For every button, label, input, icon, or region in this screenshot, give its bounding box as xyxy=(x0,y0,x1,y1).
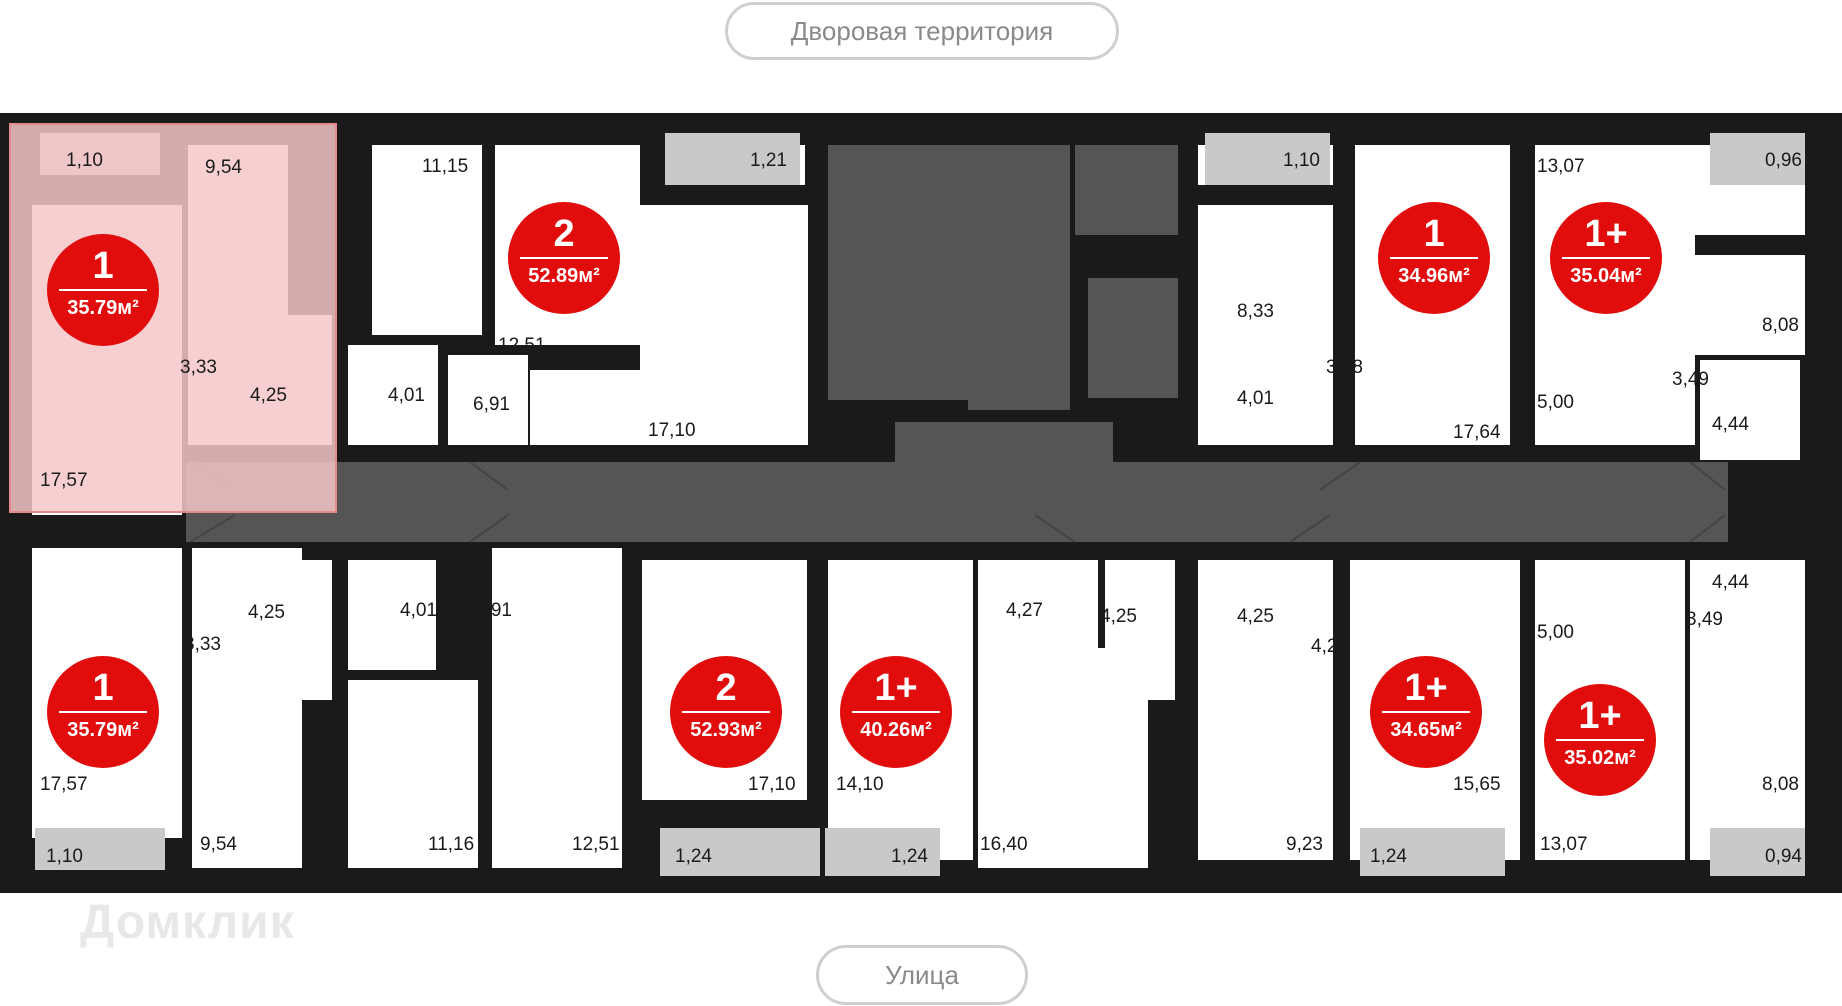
room-area: 4,44 xyxy=(1712,572,1749,593)
unit-badge[interactable]: 1+ 40.26м² xyxy=(840,656,952,768)
svg-text:35.79м²: 35.79м² xyxy=(67,297,139,319)
room-area: 17,57 xyxy=(40,774,88,795)
svg-text:1+: 1+ xyxy=(1584,213,1627,255)
unit-badge[interactable]: 2 52.93м² xyxy=(670,656,782,768)
room-area: 4,44 xyxy=(1712,414,1749,435)
room-area: 11,15 xyxy=(422,156,468,177)
svg-text:2: 2 xyxy=(715,667,736,709)
stairwell xyxy=(828,145,978,400)
room-area: 8,33 xyxy=(1237,301,1274,322)
elevator-shaft-2 xyxy=(1088,278,1178,398)
room-area: 1,24 xyxy=(891,846,928,867)
room-area: 3,49 xyxy=(1672,369,1709,390)
room-area: 17,10 xyxy=(748,774,796,795)
unit-badge[interactable]: 1+ 35.02м² xyxy=(1544,684,1656,796)
room-area: 4,01 xyxy=(1237,388,1274,409)
elevator-lobby xyxy=(968,145,1070,410)
svg-text:52.93м²: 52.93м² xyxy=(690,719,762,741)
room-area: 4,25 xyxy=(248,602,285,623)
room-area: 17,10 xyxy=(648,420,696,441)
room-area: 8,08 xyxy=(1762,774,1799,795)
room-area: 4,01 xyxy=(400,600,437,621)
corridor xyxy=(186,462,1728,542)
room-area: 1,24 xyxy=(675,846,712,867)
room-area: 1,21 xyxy=(750,150,787,171)
bottom-units xyxy=(32,548,1805,868)
svg-text:1: 1 xyxy=(92,667,113,709)
room-area: 3,33 xyxy=(180,357,217,378)
svg-text:2: 2 xyxy=(553,213,574,255)
room-area: 5,00 xyxy=(1537,622,1574,643)
room-area: 15,65 xyxy=(1453,774,1501,795)
unit-badge[interactable]: 1+ 34.65м² xyxy=(1370,656,1482,768)
room-area: 16,40 xyxy=(980,834,1028,855)
room-labels: 1,10 9,54 3,33 4,25 17,57 11,15 12,51 4,… xyxy=(40,150,1802,867)
svg-text:34.96м²: 34.96м² xyxy=(1398,265,1470,287)
stair-hall xyxy=(895,422,1113,462)
room-area: 4,27 xyxy=(1006,600,1043,621)
domclick-watermark: Домклик xyxy=(80,896,295,949)
room-area: 13,07 xyxy=(1540,834,1588,855)
courtyard-label: Дворовая территория xyxy=(725,2,1119,60)
svg-text:1+: 1+ xyxy=(1578,695,1621,737)
room-area: 3,88 xyxy=(1326,357,1363,378)
svg-text:40.26м²: 40.26м² xyxy=(860,719,932,741)
room-area: 6,91 xyxy=(473,394,510,415)
unit-badge[interactable]: 1 35.79м² xyxy=(47,656,159,768)
svg-text:35.79м²: 35.79м² xyxy=(67,719,139,741)
svg-text:52.89м²: 52.89м² xyxy=(528,265,600,287)
svg-text:1+: 1+ xyxy=(874,667,917,709)
room-area: 17,64 xyxy=(1453,422,1501,443)
room-area: 12,51 xyxy=(572,834,620,855)
room-area: 11,16 xyxy=(428,834,474,855)
svg-text:1: 1 xyxy=(1423,213,1444,255)
room-area: 8,08 xyxy=(1762,315,1799,336)
svg-text:1+: 1+ xyxy=(1404,667,1447,709)
room-area: 3,33 xyxy=(184,634,221,655)
room-area: 4,01 xyxy=(388,385,425,406)
room-area: 0,94 xyxy=(1765,846,1802,867)
room-area: 9,23 xyxy=(1286,834,1323,855)
street-label: Улица xyxy=(816,945,1028,1005)
room-area: 3,49 xyxy=(1686,609,1723,630)
room-area: 14,10 xyxy=(836,774,884,795)
room-area: 4,28 xyxy=(1311,636,1348,657)
svg-text:34.65м²: 34.65м² xyxy=(1390,719,1462,741)
room-area: 4,25 xyxy=(1237,606,1274,627)
room-area: 1,24 xyxy=(1370,846,1407,867)
room-area: 13,07 xyxy=(1537,156,1585,177)
unit-badge[interactable]: 1 35.79м² xyxy=(47,234,159,346)
room-area: 4,25 xyxy=(250,385,287,406)
room-area: 6,91 xyxy=(475,600,512,621)
room-area: 4,25 xyxy=(1100,606,1137,627)
room-area: 12,51 xyxy=(498,335,546,356)
unit-badge[interactable]: 1+ 35.04м² xyxy=(1550,202,1662,314)
svg-text:1: 1 xyxy=(92,245,113,287)
svg-text:35.02м²: 35.02м² xyxy=(1564,747,1636,769)
room-area: 5,00 xyxy=(1537,392,1574,413)
room-area: 1,10 xyxy=(66,150,103,171)
room-area: 9,54 xyxy=(205,157,242,178)
unit-badge[interactable]: 2 52.89м² xyxy=(508,202,620,314)
unit-badges: 1 35.79м² 2 52.89м² 1 34.96м² 1+ 35.04м²… xyxy=(47,202,1662,796)
svg-text:35.04м²: 35.04м² xyxy=(1570,265,1642,287)
room-area: 1,10 xyxy=(46,846,83,867)
room-area: 9,54 xyxy=(200,834,237,855)
room-area: 17,57 xyxy=(40,470,88,491)
room-area: 1,10 xyxy=(1283,150,1320,171)
unit-badge[interactable]: 1 34.96м² xyxy=(1378,202,1490,314)
room-area: 0,96 xyxy=(1765,150,1802,171)
elevator-shaft-1 xyxy=(1075,145,1178,235)
